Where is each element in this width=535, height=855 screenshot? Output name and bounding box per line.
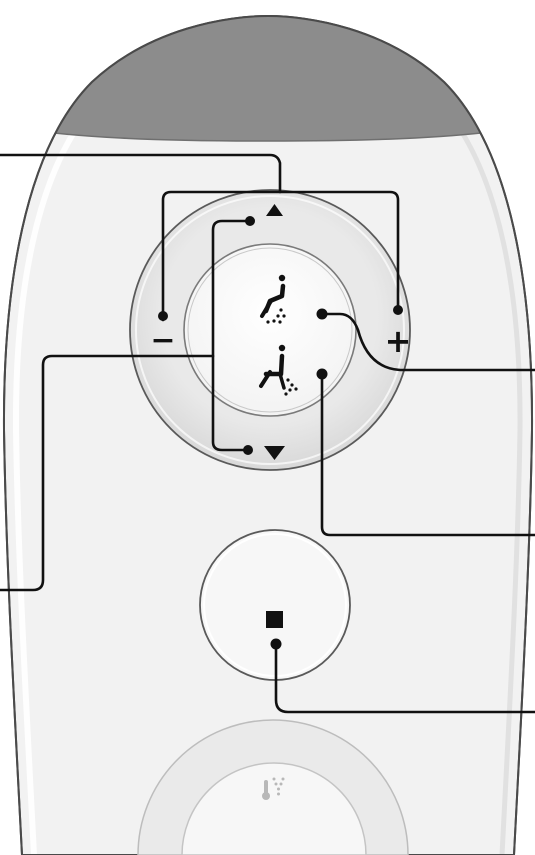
water-temperature-button[interactable]	[137, 719, 409, 855]
leader-front-wash	[320, 372, 535, 537]
minus-label[interactable]: −	[150, 323, 175, 358]
triangle-up-icon[interactable]	[266, 204, 283, 216]
water-temperature-icon	[262, 777, 285, 800]
bracket-up-down	[211, 219, 252, 452]
stop-square-icon	[266, 611, 283, 628]
leader-stop	[274, 642, 535, 714]
leader-temperature-control	[0, 153, 282, 194]
bracket-minus-plus	[161, 190, 400, 322]
leader-position-control	[0, 354, 215, 592]
front-wash-icon[interactable]	[259, 344, 298, 396]
leader-rear-wash	[320, 312, 535, 372]
leader-dots	[158, 216, 403, 650]
triangle-down-icon[interactable]	[264, 446, 285, 460]
center-button-disc[interactable]	[183, 243, 357, 417]
plus-label[interactable]: +	[385, 322, 412, 360]
rear-wash-icon[interactable]	[260, 274, 286, 324]
leader-lines	[0, 153, 535, 714]
decrease-segment[interactable]	[142, 285, 150, 375]
remote-top-cap	[3, 16, 533, 142]
